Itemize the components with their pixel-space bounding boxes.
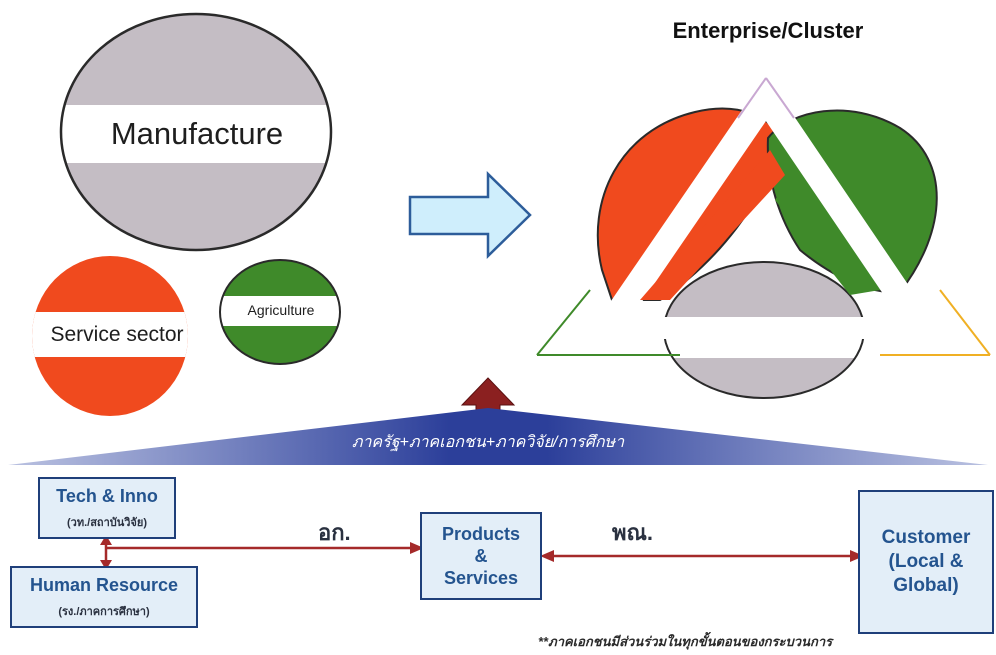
- agriculture-label: Agriculture: [248, 302, 315, 318]
- human-resource-box: Human Resource (รง./ภาคการศึกษา): [10, 566, 198, 628]
- products-line: Products: [441, 524, 520, 544]
- tech-inno-title: Tech & Inno: [56, 485, 158, 506]
- transform-arrow: [408, 171, 532, 259]
- service-sector-label: Service sector: [50, 323, 183, 346]
- human-resource-title: Human Resource: [29, 574, 179, 595]
- manufacture-circle: [61, 14, 331, 250]
- stakeholder-banner: [8, 408, 988, 465]
- ok-label: อก.: [318, 520, 351, 545]
- agriculture-circle: [220, 260, 340, 364]
- tech-inno-box: Tech & Inno (วท./สถาบันวิจัย): [38, 477, 176, 539]
- footnote: **ภาคเอกชนมีส่วนร่วมในทุกขั้นตอนของกระบว…: [538, 631, 834, 650]
- global-line: Global): [893, 575, 959, 596]
- pn-label: พณ.: [612, 520, 653, 545]
- manufacture-label: Manufacture: [111, 116, 283, 151]
- customer-box: Customer (Local & Global): [858, 490, 994, 634]
- cluster-diagram: [536, 77, 991, 399]
- banner-label: ภาครัฐ+ภาคเอกชน+ภาควิจัย/การศึกษา: [352, 433, 625, 452]
- customer-line: Customer: [881, 527, 971, 548]
- ampersand-line: &: [474, 546, 488, 566]
- services-line: Services: [443, 568, 519, 588]
- human-resource-sub: (รง./ภาคการศึกษา): [58, 605, 150, 618]
- local-line: (Local &: [888, 551, 964, 572]
- service-sector-circle: [32, 256, 188, 416]
- cluster-title: Enterprise/Cluster: [673, 18, 864, 43]
- tech-inno-sub: (วท./สถาบันวิจัย): [67, 516, 147, 529]
- products-services-box: Products & Services: [420, 512, 542, 600]
- flow-arrows: [100, 535, 864, 570]
